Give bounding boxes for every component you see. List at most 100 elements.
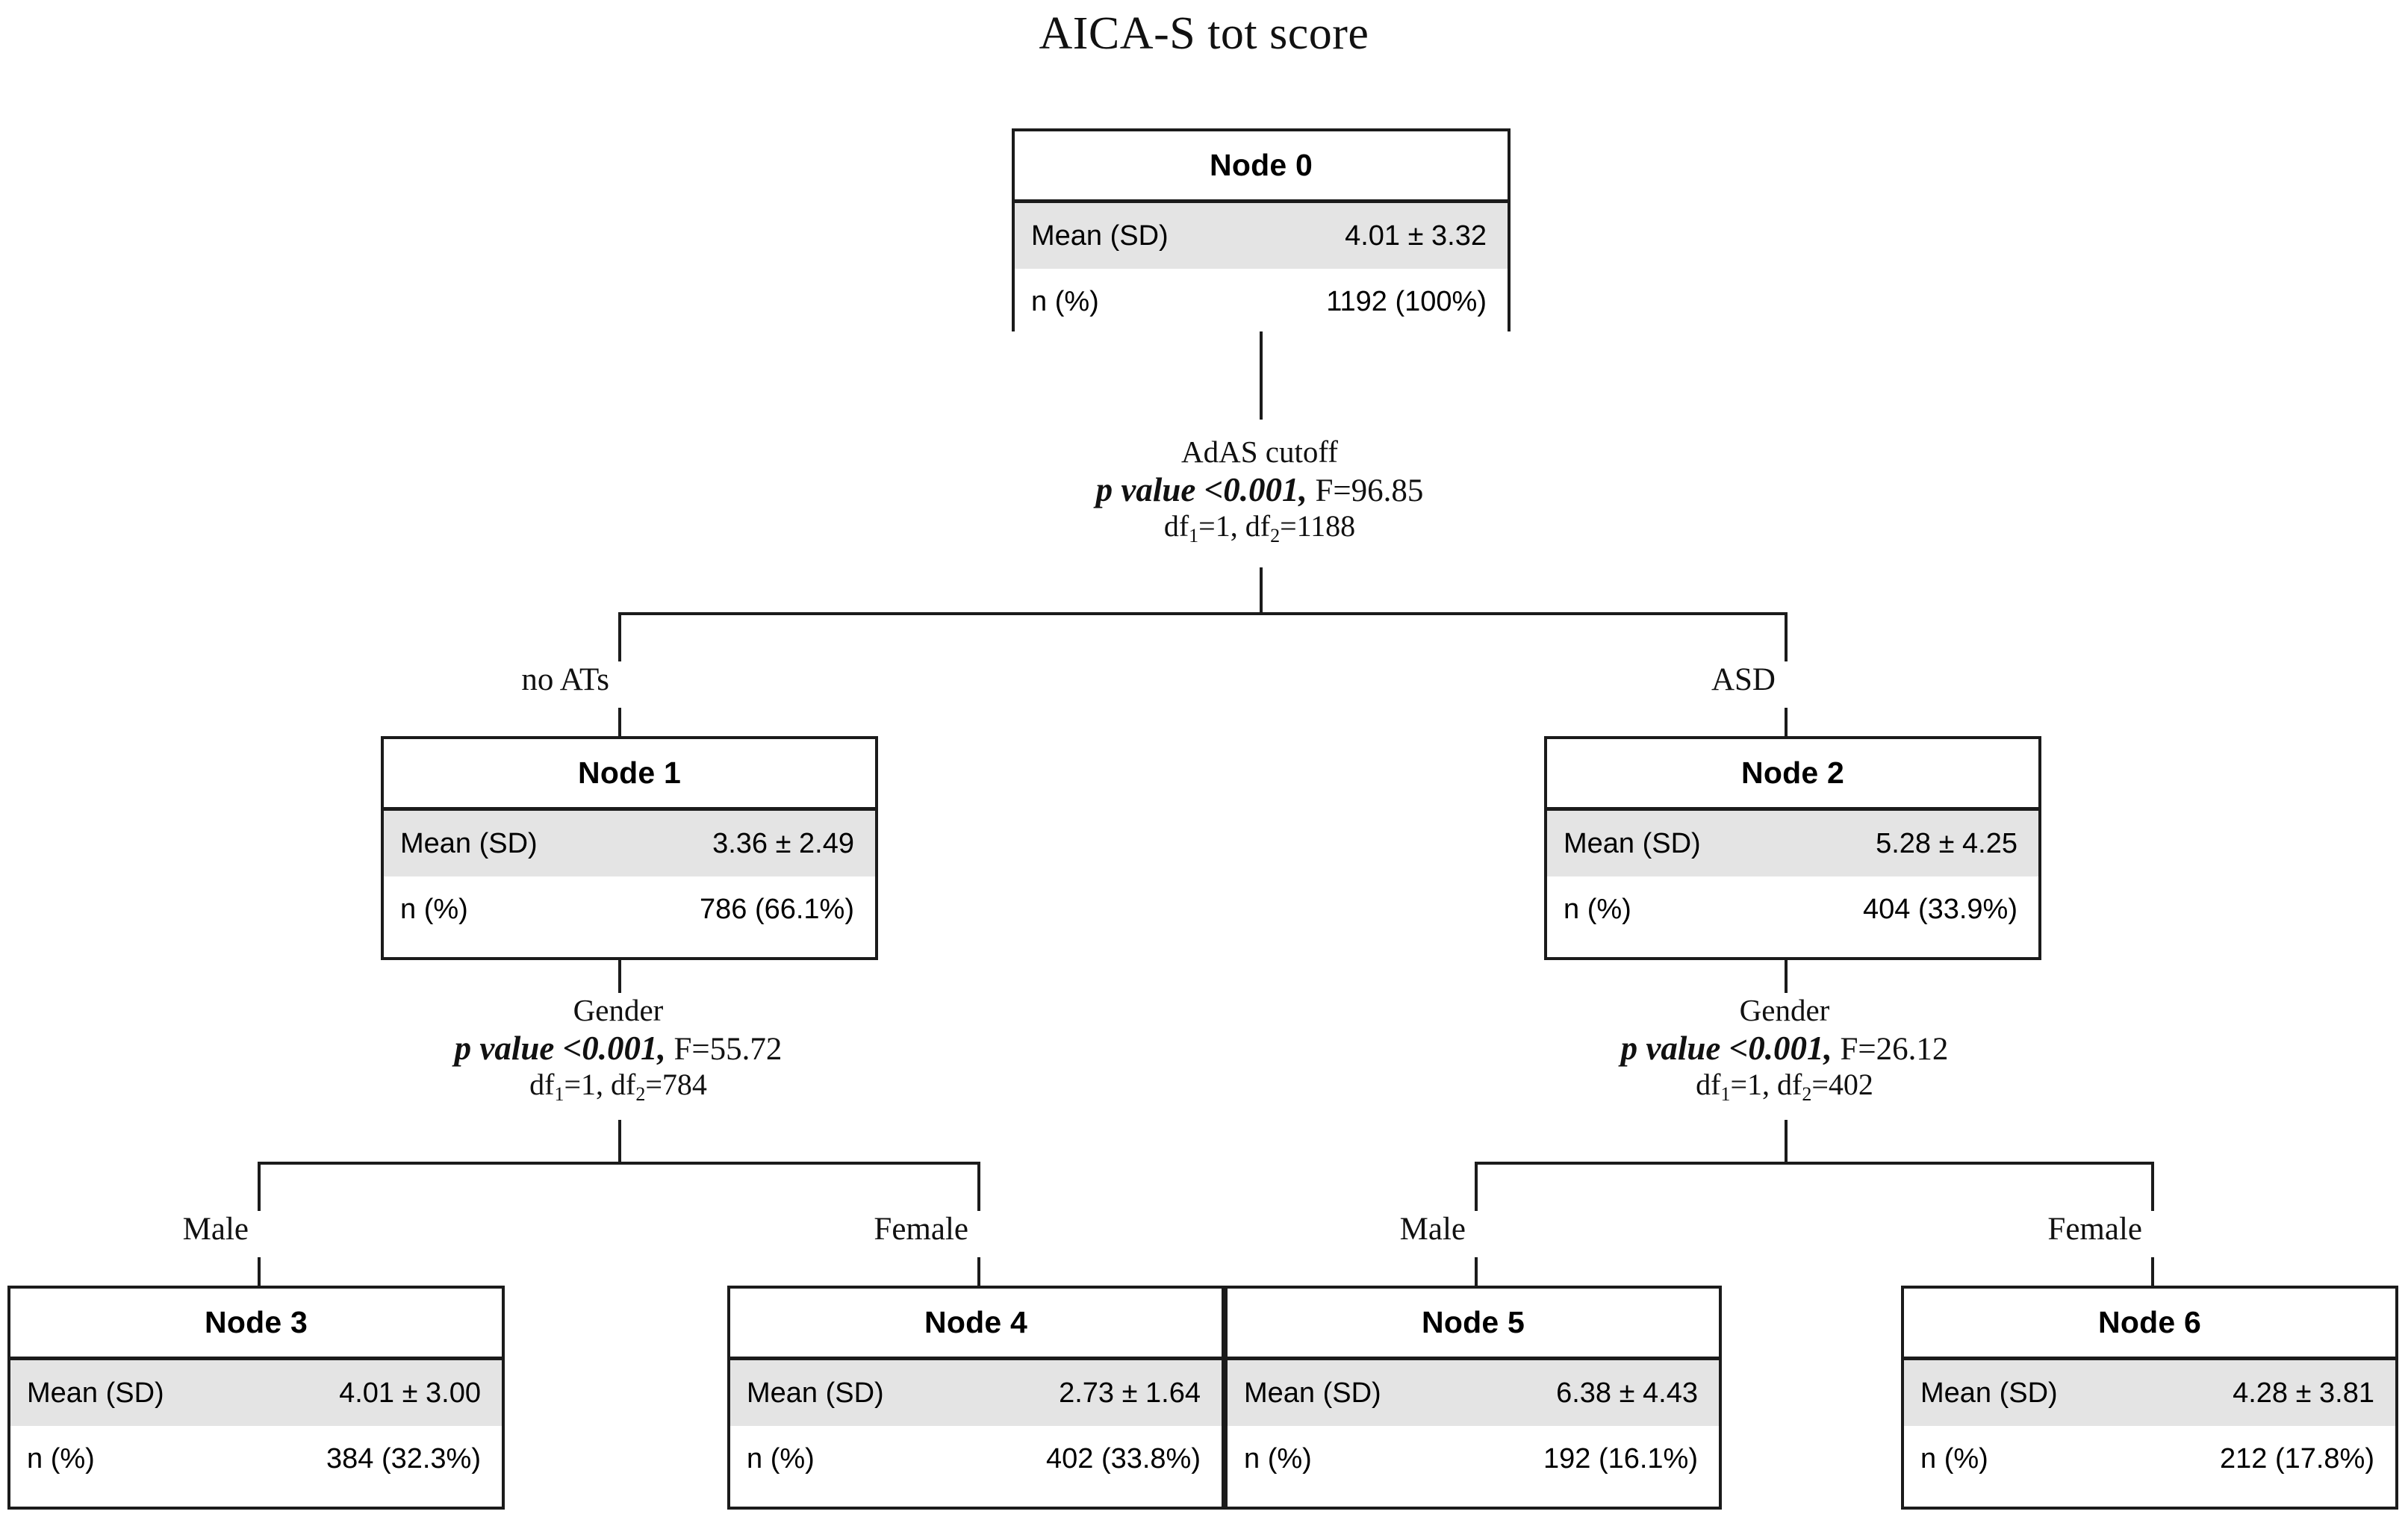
connector-node4-stem — [977, 1257, 980, 1286]
node-6-header: Node 6 — [1904, 1289, 2395, 1360]
node-4-mean-row: Mean (SD) 2.73 ± 1.64 — [730, 1360, 1222, 1426]
node-4-mean-label: Mean (SD) — [747, 1377, 884, 1409]
branch-label-left-female: Female — [874, 1212, 968, 1247]
split-left-df2-label: df — [611, 1068, 636, 1102]
split-right-df2-sub: 2 — [1802, 1083, 1812, 1106]
split-right-df: df1=1, df2=402 — [1411, 1068, 2158, 1106]
node-1-mean-value: 3.36 ± 2.49 — [712, 827, 854, 859]
node-4-header: Node 4 — [730, 1289, 1222, 1360]
connector-node1-stem — [618, 708, 621, 736]
connector-right-drop — [1785, 1120, 1788, 1162]
node-box-node-3: Node 3 Mean (SD) 4.01 ± 3.00 n (%) 384 (… — [7, 1286, 505, 1510]
node-6-count-row: n (%) 212 (17.8%) — [1904, 1426, 2395, 1492]
connector-root-horizontal — [618, 612, 1788, 615]
node-3-count-value: 384 (32.3%) — [326, 1442, 481, 1474]
split-right-df2-label: df — [1777, 1068, 1802, 1102]
node-1-count-row: n (%) 786 (66.1%) — [384, 876, 875, 942]
split-root-df2-value: =1188 — [1280, 509, 1356, 544]
node-2-count-row: n (%) 404 (33.9%) — [1547, 876, 2038, 942]
connector-left-horizontal — [258, 1162, 980, 1165]
node-3-count-label: n (%) — [27, 1442, 95, 1474]
split-right-df1-value: =1, — [1730, 1068, 1770, 1102]
split-right-fstat: F=26.12 — [1840, 1031, 1949, 1067]
split-root-df1-sub: 1 — [1189, 525, 1199, 547]
node-5-count-label: n (%) — [1244, 1442, 1312, 1474]
split-left-df1-label: df — [529, 1068, 555, 1102]
node-1-mean-label: Mean (SD) — [400, 827, 538, 859]
connector-node3-stem — [258, 1257, 261, 1286]
branch-label-asd: ASD — [1711, 662, 1776, 697]
split-root-pvalue: p value <0.001, — [1095, 470, 1307, 508]
node-4-count-label: n (%) — [747, 1442, 815, 1474]
node-5-header: Node 5 — [1228, 1289, 1719, 1360]
connector-right-horizontal — [1475, 1162, 2154, 1165]
split-annotation-right: Gender p value <0.001, F=26.12 df1=1, df… — [1411, 993, 2158, 1106]
split-left-variable: Gender — [573, 993, 664, 1027]
node-4-count-value: 402 (33.8%) — [1045, 1442, 1201, 1474]
branch-label-right-female: Female — [2047, 1212, 2142, 1247]
connector-root-left-arm — [618, 612, 621, 661]
split-left-stat: p value <0.001, F=55.72 — [245, 1029, 992, 1068]
node-3-mean-value: 4.01 ± 3.00 — [339, 1377, 481, 1409]
connector-node6-stem — [2151, 1257, 2154, 1286]
node-0-count-label: n (%) — [1031, 285, 1099, 317]
connector-left-female-arm — [977, 1162, 980, 1211]
branch-label-left-male: Male — [182, 1212, 249, 1247]
node-1-header: Node 1 — [384, 739, 875, 811]
node-box-node-1: Node 1 Mean (SD) 3.36 ± 2.49 n (%) 786 (… — [381, 736, 878, 960]
node-box-node-5: Node 5 Mean (SD) 6.38 ± 4.43 n (%) 192 (… — [1225, 1286, 1722, 1510]
node-3-count-row: n (%) 384 (32.3%) — [10, 1426, 502, 1492]
node-3-mean-label: Mean (SD) — [27, 1377, 164, 1409]
node-0-mean-value: 4.01 ± 3.32 — [1345, 219, 1487, 252]
split-right-stat: p value <0.001, F=26.12 — [1411, 1029, 2158, 1068]
connector-node5-stem — [1475, 1257, 1478, 1286]
node-2-mean-value: 5.28 ± 4.25 — [1876, 827, 2017, 859]
connector-node1-out — [618, 960, 621, 993]
connector-node2-out — [1785, 960, 1788, 993]
split-left-df1-value: =1, — [564, 1068, 603, 1102]
node-4-mean-value: 2.73 ± 1.64 — [1059, 1377, 1201, 1409]
node-4-count-row: n (%) 402 (33.8%) — [730, 1426, 1222, 1492]
node-2-count-label: n (%) — [1564, 893, 1631, 925]
node-2-mean-row: Mean (SD) 5.28 ± 4.25 — [1547, 811, 2038, 876]
node-box-node-0: Node 0 Mean (SD) 4.01 ± 3.32 n (%) 1192 … — [1012, 128, 1511, 334]
connector-node2-stem — [1785, 708, 1788, 736]
page-title: AICA-S tot score — [1039, 8, 1369, 59]
connector-right-female-arm — [2151, 1162, 2154, 1211]
node-1-count-value: 786 (66.1%) — [699, 893, 854, 925]
node-2-mean-label: Mean (SD) — [1564, 827, 1701, 859]
branch-label-no-ats: no ATs — [521, 662, 609, 697]
split-left-df: df1=1, df2=784 — [245, 1068, 992, 1106]
split-annotation-root: AdAS cutoff p value <0.001, F=96.85 df1=… — [886, 435, 1633, 547]
split-root-df2-label: df — [1245, 509, 1271, 544]
node-2-count-value: 404 (33.9%) — [1862, 893, 2017, 925]
node-6-mean-label: Mean (SD) — [1920, 1377, 2058, 1409]
node-box-node-4: Node 4 Mean (SD) 2.73 ± 1.64 n (%) 402 (… — [727, 1286, 1225, 1510]
node-0-mean-row: Mean (SD) 4.01 ± 3.32 — [1015, 203, 1508, 269]
split-left-df2-value: =784 — [645, 1068, 707, 1102]
split-root-df1-label: df — [1163, 509, 1189, 544]
node-2-header: Node 2 — [1547, 739, 2038, 811]
connector-root-stem — [1260, 331, 1263, 420]
split-left-pvalue: p value <0.001, — [454, 1029, 666, 1067]
connector-root-drop — [1260, 567, 1263, 614]
node-5-mean-value: 6.38 ± 4.43 — [1556, 1377, 1698, 1409]
node-6-count-value: 212 (17.8%) — [2219, 1442, 2374, 1474]
node-0-header: Node 0 — [1015, 131, 1508, 203]
node-6-mean-row: Mean (SD) 4.28 ± 3.81 — [1904, 1360, 2395, 1426]
split-left-fstat: F=55.72 — [673, 1031, 783, 1067]
split-right-df1-sub: 1 — [1720, 1083, 1731, 1106]
split-right-df2-value: =402 — [1811, 1068, 1873, 1102]
split-right-pvalue: p value <0.001, — [1620, 1029, 1832, 1067]
node-5-mean-row: Mean (SD) 6.38 ± 4.43 — [1228, 1360, 1719, 1426]
split-annotation-left: Gender p value <0.001, F=55.72 df1=1, df… — [245, 993, 992, 1106]
split-root-df1-value: =1, — [1198, 509, 1238, 544]
split-left-df1-sub: 1 — [554, 1083, 564, 1106]
node-3-header: Node 3 — [10, 1289, 502, 1360]
split-right-df1-label: df — [1696, 1068, 1721, 1102]
split-root-stat: p value <0.001, F=96.85 — [886, 470, 1633, 510]
split-root-fstat: F=96.85 — [1315, 473, 1424, 508]
node-3-mean-row: Mean (SD) 4.01 ± 3.00 — [10, 1360, 502, 1426]
connector-left-male-arm — [258, 1162, 261, 1211]
